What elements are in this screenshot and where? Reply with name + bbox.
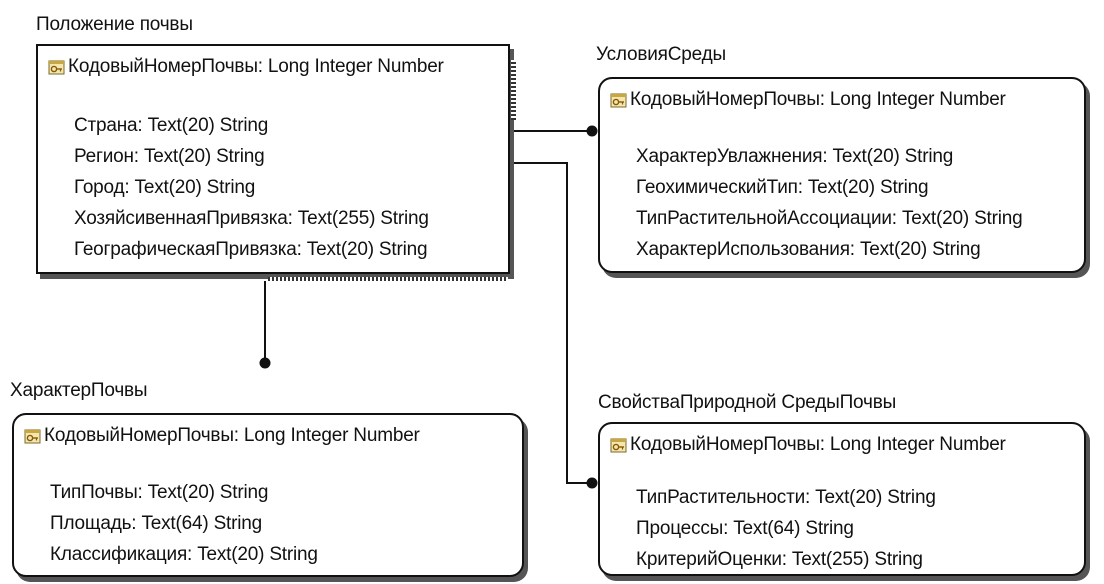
attribute-item: ХозяйсивеннаяПривязка: Text(255) String [74,208,429,229]
key-row: КодовыйНомерПочвы: Long Integer Number [48,56,444,78]
primary-key-icon [610,438,627,453]
link-end-dot-environment [586,125,598,137]
primary-key-icon [610,93,627,108]
primary-key-icon [48,60,65,75]
primary-key-icon [24,429,41,444]
attribute-list: ХарактерУвлажнения: Text(20) String Геох… [636,141,1023,265]
resize-hatch-bottom [268,277,508,281]
primary-key-label: КодовыйНомерПочвы: Long Integer Number [68,56,444,77]
attribute-item: ТипПочвы: Text(20) String [50,482,269,503]
key-row: КодовыйНомерПочвы: Long Integer Number [24,425,420,447]
entity-title-environment: УсловияСреды [596,44,726,65]
attribute-item: ТипРастительности: Text(20) String [636,487,936,508]
primary-key-label: КодовыйНомерПочвы: Long Integer Number [630,89,1006,110]
attribute-list: ТипПочвы: Text(20) String Площадь: Text(… [50,477,318,570]
attribute-item: ХарактерУвлажнения: Text(20) String [636,146,954,167]
resize-hatch-right [511,60,516,120]
link-position-properties [510,162,592,484]
key-row: КодовыйНомерПочвы: Long Integer Number [610,89,1006,111]
link-end-dot-character [259,357,271,369]
attribute-item: ТипРастительнойАссоциации: Text(20) Stri… [636,208,1023,229]
entity-title-soil-character: ХарактерПочвы [10,380,148,401]
attribute-item: Страна: Text(20) String [74,115,269,136]
primary-key-label: КодовыйНомерПочвы: Long Integer Number [44,425,420,446]
attribute-item: Город: Text(20) String [74,177,256,198]
entity-title-soil-position: Положение почвы [36,14,193,35]
entity-environment-conditions[interactable]: КодовыйНомерПочвы: Long Integer Number Х… [598,77,1086,273]
attribute-item: ГеографическаяПривязка: Text(20) String [74,239,428,260]
attribute-item: Процессы: Text(64) String [636,518,854,539]
entity-title-natural-environment: СвойстваПриродной СредыПочвы [598,392,897,413]
key-row: КодовыйНомерПочвы: Long Integer Number [610,434,1006,456]
attribute-item: Регион: Text(20) String [74,146,265,167]
entity-soil-character[interactable]: КодовыйНомерПочвы: Long Integer Number Т… [12,413,524,577]
primary-key-label: КодовыйНомерПочвы: Long Integer Number [630,434,1006,455]
attribute-item: Классификация: Text(20) String [50,544,318,565]
attribute-item: Площадь: Text(64) String [50,513,263,534]
attribute-item: ХарактерИспользования: Text(20) String [636,239,981,260]
attribute-item: КритерийОценки: Text(255) String [636,549,923,570]
link-end-dot-properties [586,477,598,489]
entity-natural-environment-properties[interactable]: КодовыйНомерПочвы: Long Integer Number Т… [598,422,1086,576]
attribute-list: Страна: Text(20) String Регион: Text(20)… [74,110,429,265]
attribute-list: ТипРастительности: Text(20) String Проце… [636,482,936,575]
attribute-item: ГеохимическийТип: Text(20) String [636,177,929,198]
entity-soil-position[interactable]: КодовыйНомерПочвы: Long Integer Number С… [36,44,516,281]
